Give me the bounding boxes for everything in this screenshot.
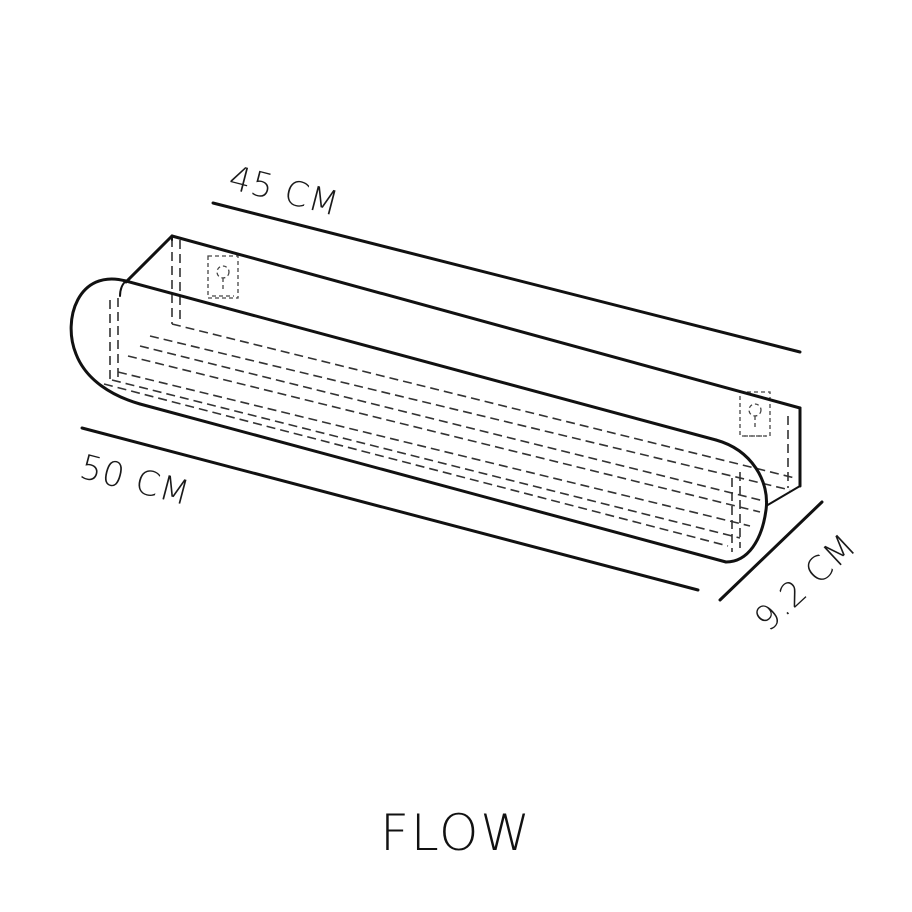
- back-length-label: 45 CM: [225, 158, 344, 225]
- hidden-edges: [103, 238, 796, 552]
- front-length-label: 50 CM: [76, 447, 195, 514]
- front-length-line: [80, 426, 700, 592]
- mounting-bracket-right: [739, 391, 771, 437]
- dimension-front-length: 50 CM: [76, 426, 700, 592]
- dimension-back-length: 45 CM: [211, 158, 802, 354]
- visible-edges: [69, 234, 802, 564]
- depth-line: [718, 500, 824, 602]
- product-title: FLOW: [380, 804, 532, 862]
- mounting-bracket-left: [207, 255, 239, 299]
- shelf-body: [69, 234, 802, 564]
- depth-label: 9.2 CM: [747, 526, 865, 640]
- dimension-depth: 9.2 CM: [718, 500, 865, 640]
- back-length-line: [211, 201, 802, 354]
